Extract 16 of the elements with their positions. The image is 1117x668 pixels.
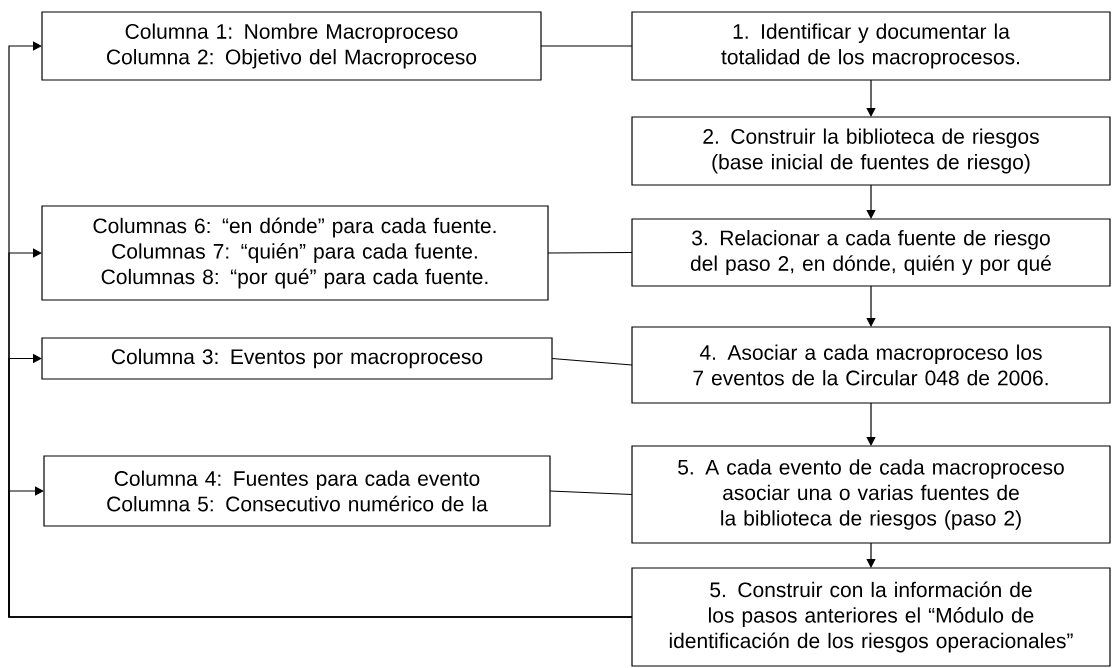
arrow (866, 184, 876, 219)
process-box: 2. Construir la biblioteca de riesgos (base inicial de fuentes de riesgo) (631, 116, 1111, 186)
process-box: 5. Construir con la información de los pasos anteriores el “Módulo de identificación de los riesgos operacionales” (631, 567, 1111, 667)
process-box: Columna 4: Fuentes para cada evento Columna 5: Consecutivo numérico de la (43, 455, 551, 527)
process-box: Columna 3: Eventos por macroproceso (41, 337, 553, 380)
arrow (866, 79, 876, 117)
arrow (866, 542, 876, 568)
process-box: 1. Identificar y documentar la totalidad de los macroprocesos. (631, 11, 1111, 81)
arrow (8, 486, 633, 618)
process-box: 3. Relacionar a cada fuente de riesgo del paso 2, en dónde, quién y por qué (631, 218, 1111, 287)
arrow (866, 285, 876, 327)
process-box: Columna 1: Nombre Macroproceso Columna 2: Objetivo del Macroproceso (41, 11, 542, 81)
process-box: 4. Asociar a cada macroproceso los 7 eventos de la Circular 048 de 2006. (631, 326, 1111, 404)
arrow (866, 402, 876, 446)
process-box: Columnas 6: “en dónde” para cada fuente. Columnas 7: “quién” para cada fuente. Columnas 8: “por qué” para cada fuente. (41, 205, 549, 301)
process-box: 5. A cada evento de cada macroproceso asociar una o varias fuentes de la biblioteca de riesgos (paso 2) (631, 445, 1111, 544)
